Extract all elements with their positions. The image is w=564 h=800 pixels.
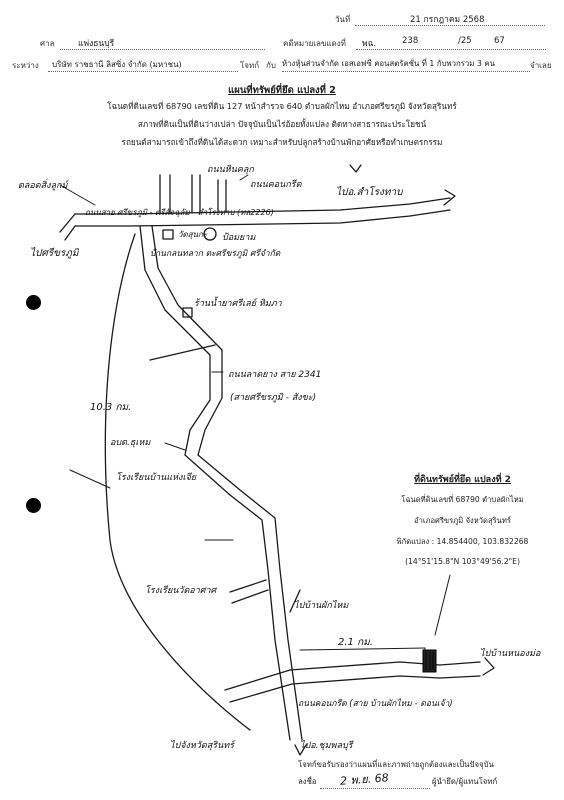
defendant-role: จำเลย — [530, 61, 552, 70]
label-school-left: โรงเรียนบ้านแห่งเจีย — [116, 473, 197, 483]
label-school-mid: โรงเรียนวัดอาศาศ — [145, 586, 217, 596]
label-top-lane-2: ถนนคอนกรีต — [250, 180, 302, 190]
label-distance-right: 2.1 กม. — [338, 637, 373, 648]
binder-hole-top — [26, 295, 41, 310]
property-coords: พิกัดแปลง : 14.854400, 103.832268 — [396, 537, 529, 546]
case-prefix: พฉ. — [362, 39, 377, 49]
label-bottom-left: ไปจังหวัดสุรินทร์ — [170, 741, 234, 751]
sign-label: ลงชื่อ — [298, 777, 317, 786]
signer-role: ผู้นำยึด/ผู้แทนโจทก์ — [432, 777, 498, 786]
court-label: ศาล — [40, 39, 55, 48]
label-to-chom-phra: ไปอ.ชุมพลบุรี — [300, 741, 353, 751]
between-label: ระหว่าง — [12, 61, 39, 70]
label-lower-road: ถนนคอนกรีต (สาย บ้านผักไหม - ดอนเจ้า) — [298, 699, 453, 709]
label-house-left: บ้านกลนทลาก ตะศรีขรภูมิ ศรีจำกัด — [150, 249, 281, 259]
property-title: ที่ดินทรัพย์ที่ยึด แปลงที่ 2 — [414, 475, 511, 485]
label-asphalt-road-1: ถนนลาดยาง สาย 2341 — [228, 370, 322, 380]
label-top-lane-1: ถนนหินคลุก — [207, 165, 254, 175]
label-to-srikhoraphum: ไปศรีขรภูมิ — [30, 248, 79, 259]
plaintiff-name: บริษัท ราชธานี ลิสซิ่ง จำกัด (มหาชน) — [52, 60, 182, 69]
with-label: กับ — [266, 61, 276, 70]
label-to-ban-village: ไปบ้านหนองม่อ — [480, 649, 541, 659]
parcel-marker — [422, 649, 437, 673]
signature: 2 พ.ย. 68 — [339, 771, 390, 788]
court-value: แพ่งธนบุรี — [78, 39, 115, 49]
label-road-left-top: ตลอดสิ่งลูกม์ — [18, 181, 68, 191]
plaintiff-role: โจทก์ — [240, 61, 260, 70]
label-main-road: ถนนสาย ศรีขรภูมิ - ตรีสัจฉุลัม - สำโรงทา… — [85, 208, 274, 217]
description-line-2: สภาพที่ดินเป็นที่ดินว่างเปล่า ปัจจุบันเป… — [137, 119, 427, 129]
description-line-1: โฉนดที่ดินเลขที่ 68790 เลขที่ดิน 127 หน้… — [107, 101, 457, 111]
map-title: แผนที่ทรัพย์ที่ยึด แปลงที่ 2 — [228, 85, 336, 96]
label-distance-left: 10.3 กม. — [90, 402, 132, 413]
case-label: คดีหมายเลขแดงที่ — [283, 39, 346, 48]
label-to-samrong: ไปอ.สำโรงทาบ — [336, 187, 403, 198]
label-asphalt-road-2: (สายศรีขรภูมิ - สังขะ) — [230, 393, 317, 403]
property-coords-dms: (14°51'15.8"N 103°49'56.2"E) — [405, 557, 520, 566]
label-obt: อบต.ธุเหม — [110, 438, 151, 448]
label-shop: ร้านน้ำยาศรีเลย์ หิมภา — [194, 299, 282, 309]
defendant-name: ห้างหุ้นส่วนจำกัด เอสเอฟซี คอนสตรัคชั่น … — [282, 59, 495, 68]
property-info-box: ที่ดินทรัพย์ที่ยึด แปลงที่ 2 โฉนดที่ดินเ… — [375, 472, 550, 566]
case-year: 67 — [494, 36, 505, 46]
description-line-3: รถยนต์สามารถเข้าถึงที่ดินได้สะดวก เหมาะส… — [121, 137, 443, 147]
binder-hole-bottom — [26, 498, 41, 513]
property-deed: โฉนดที่ดินเลขที่ 68790 ตำบลผักไหม — [401, 495, 524, 504]
label-to-ban-phakmai: ไปบ้านผักไหม — [294, 601, 349, 611]
case-number: 238 — [402, 36, 419, 46]
case-separator: /25 — [458, 36, 472, 46]
date-value: 21 กรกฎาคม 2568 — [410, 15, 485, 25]
date-label: วันที่ — [335, 15, 351, 24]
label-temple: วัดสุนกะ — [178, 230, 208, 239]
label-checkpoint: ป้อมยาม — [222, 233, 256, 243]
certify-text: โจทก์ขอรับรองว่าแผนที่และภาพถ่ายถูกต้องแ… — [298, 760, 494, 769]
property-district: อำเภอศรีขรภูมิ จังหวัดสุรินทร์ — [414, 516, 511, 525]
